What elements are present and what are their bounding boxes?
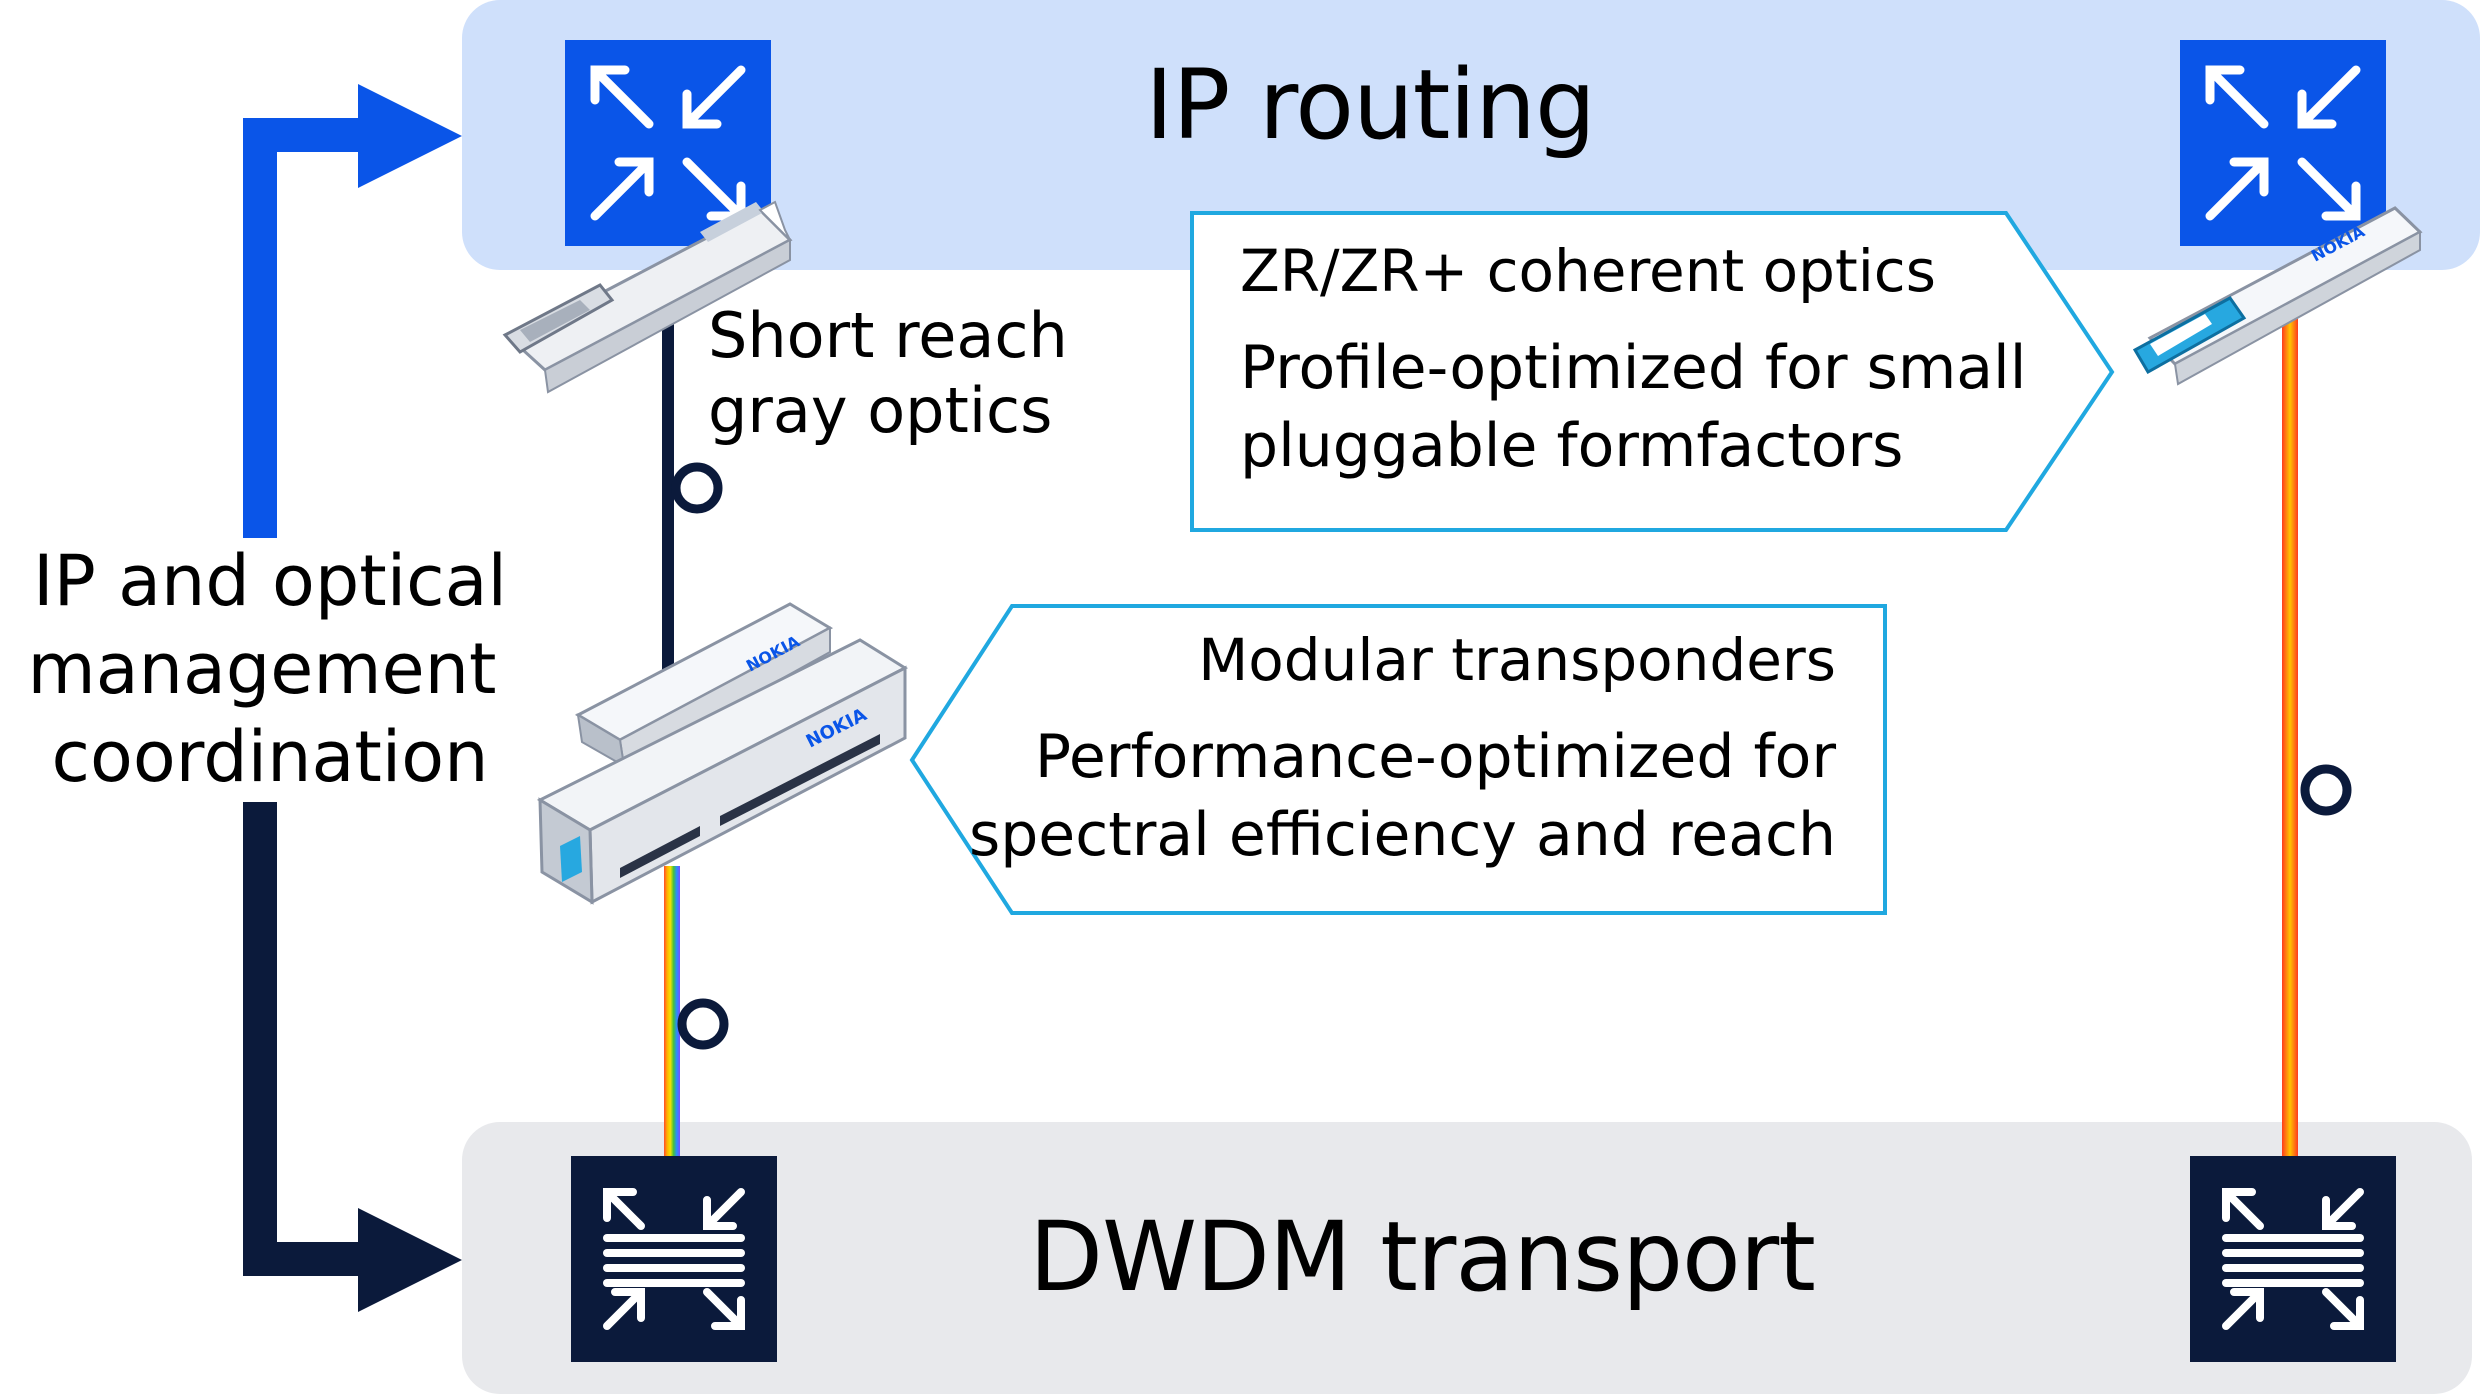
short-reach-line-1: Short reach — [708, 299, 1068, 372]
modular-callout-shape — [909, 604, 1887, 915]
management-line-3: coordination — [52, 716, 489, 798]
gray-optics-fiber — [662, 300, 723, 670]
modular-callout-line-1: Performance-optimized for — [1035, 722, 1836, 792]
zr-callout-line-1: Profile-optimized for small — [1240, 333, 2026, 403]
zr-coherent-pluggable: NOKIA — [2132, 206, 2423, 386]
gray-optics-pluggable — [502, 200, 793, 394]
modular-callout-line-2: spectral efficiency and reach — [969, 800, 1836, 870]
ip-routing-title: IP routing — [1145, 49, 1595, 161]
management-arrows — [243, 84, 462, 1312]
management-line-1: IP and optical — [33, 540, 507, 622]
modular-transponder-device: NOKIA NOKIA — [536, 602, 909, 905]
modular-callout-title: Modular transponders — [1198, 626, 1836, 694]
modular-transponder-fiber — [664, 866, 729, 1166]
dwdm-transport-band — [462, 1122, 2472, 1394]
router-icon — [565, 40, 771, 246]
dwdm-node-icon — [571, 1156, 777, 1362]
zr-callout-title: ZR/ZR+ coherent optics — [1240, 237, 1936, 305]
dwdm-transport-title: DWDM transport — [1029, 1201, 1815, 1313]
dwdm-node-icon — [2190, 1156, 2396, 1362]
ip-routing-band — [462, 0, 2480, 270]
zr-callout-line-2: pluggable formfactors — [1240, 411, 1903, 481]
router-icon — [2180, 40, 2386, 246]
management-line-2: management — [28, 628, 497, 710]
zr-coherent-fiber — [2282, 312, 2352, 1166]
zr-callout-shape — [1190, 211, 2115, 532]
short-reach-line-2: gray optics — [708, 374, 1052, 447]
